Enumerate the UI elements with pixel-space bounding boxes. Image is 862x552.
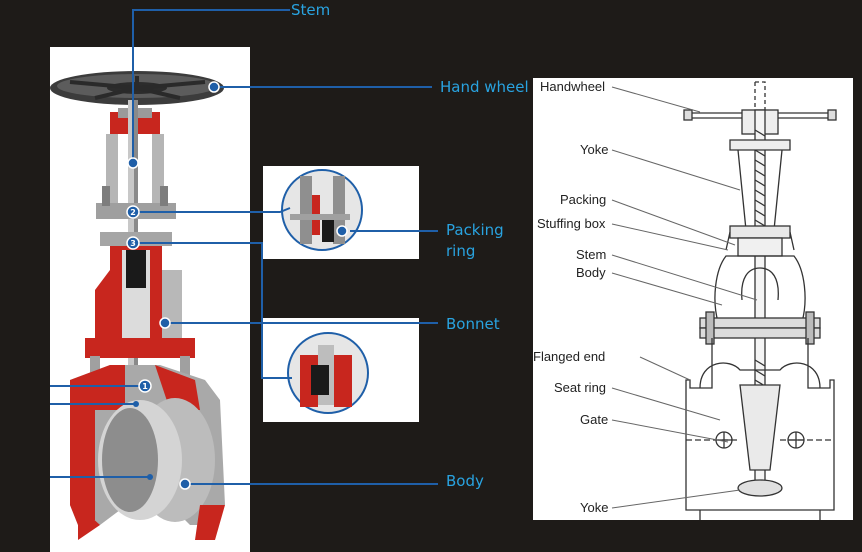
label-yoke-bottom: Yoke <box>580 500 609 515</box>
leader-dots <box>127 81 348 490</box>
label-body: Body <box>576 265 606 280</box>
marker-2: 2 <box>126 205 140 219</box>
marker-3: 3 <box>126 236 140 250</box>
bonnet-inset-detail <box>287 332 369 414</box>
callout-hand-wheel: Hand wheel <box>440 78 529 96</box>
label-yoke-top: Yoke <box>580 142 609 157</box>
callout-packing-ring: Packing ring <box>446 221 504 260</box>
callout-stem: Stem <box>291 1 331 19</box>
svg-text:1: 1 <box>142 382 148 391</box>
leader-lines <box>50 9 438 485</box>
marker-1: 1 <box>138 379 152 393</box>
hand-wheel-graphic <box>50 71 224 105</box>
svg-text:2: 2 <box>130 208 136 217</box>
label-stuffing-box: Stuffing box <box>537 216 606 231</box>
label-stem: Stem <box>576 247 607 262</box>
callout-body: Body <box>446 472 484 490</box>
label-gate: Gate <box>580 412 609 427</box>
schematic-leader-lines <box>611 86 758 509</box>
schematic-panel <box>533 78 853 520</box>
label-handwheel: Handwheel <box>540 79 606 94</box>
svg-text:3: 3 <box>130 239 136 248</box>
label-flanged-end: Flanged end <box>533 349 606 364</box>
callout-bonnet: Bonnet <box>446 315 500 333</box>
label-seat-ring: Seat ring <box>554 380 607 395</box>
label-packing: Packing <box>560 192 607 207</box>
